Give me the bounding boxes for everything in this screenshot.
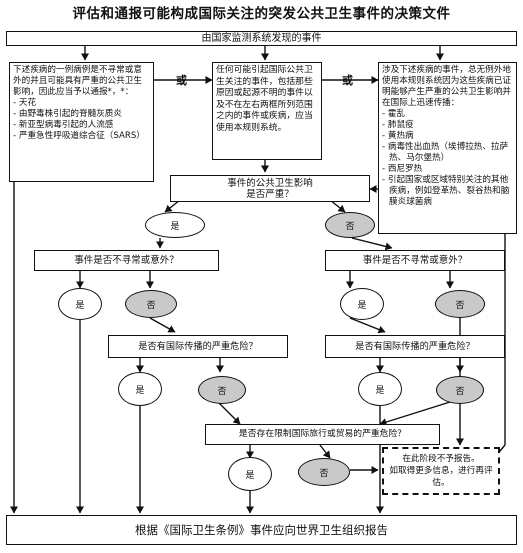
intl-question-box-right: 是否有国际传播的严重危险？ bbox=[325, 335, 505, 358]
unusual-right-yes-oval: 是 bbox=[340, 288, 384, 320]
intl-left-no-oval: 否 bbox=[198, 376, 246, 404]
middle-event-box: 任何可能引起国际公共卫生关注的事件，包括那些原因或起源不明的事件以及不在左右两框… bbox=[212, 62, 322, 160]
unusual-left-yes-oval: 是 bbox=[58, 288, 102, 320]
report-to-who-text: 根据《国际卫生条例》事件应向世界卫生组织报告 bbox=[135, 522, 388, 537]
severity-no-oval: 否 bbox=[325, 212, 375, 238]
travel-question-text: 是否存在限制国际旅行或贸易的严重危险？ bbox=[238, 429, 407, 439]
intl-question-box-left: 是否有国际传播的严重危险？ bbox=[108, 335, 288, 358]
severity-question-box: 事件的公共卫生影响 是否严重？ bbox=[170, 175, 370, 202]
travel-question-box: 是否存在限制国际旅行或贸易的严重危险？ bbox=[205, 424, 440, 445]
unusual-right-no-oval: 否 bbox=[435, 290, 485, 318]
travel-no-oval: 否 bbox=[298, 458, 350, 486]
middle-box-text: 任何可能引起国际公共卫生关注的事件，包括那些原因或起源不明的事件以及不在左右两框… bbox=[216, 65, 313, 133]
intl-question-text: 是否有国际传播的严重危险？ bbox=[355, 341, 475, 352]
severity-question-text: 事件的公共卫生影响 是否严重？ bbox=[227, 177, 313, 200]
unusual-question-box-left: 事件是否不寻常或意外？ bbox=[34, 250, 219, 271]
right-box-item: - 肺鼠疫 bbox=[382, 120, 414, 130]
or-label-right: 或 bbox=[342, 74, 353, 87]
unusual-question-text: 事件是否不寻常或意外？ bbox=[362, 255, 468, 266]
left-box-item: - 由野毒株引起的脊髓灰质炎 bbox=[13, 109, 122, 119]
no-report-text: 在此阶段不予报告。 如取得更多信息，进行再评估。 bbox=[389, 454, 493, 488]
unusual-left-no-oval: 否 bbox=[125, 290, 177, 318]
right-disease-box: 涉及下述疾病的事件，总无例外地使用本规则系统因为这些疾病已证明能够产生严重的公共… bbox=[378, 62, 517, 234]
right-box-item: - 引起国家或区域特别关注的其他疾病，例如登革热、裂谷热和脑膜炎球菌病 bbox=[382, 175, 510, 207]
top-bar-box: 由国家监测系统发现的事件 bbox=[6, 31, 517, 46]
top-bar-text: 由国家监测系统发现的事件 bbox=[201, 33, 322, 44]
left-box-item: - 新亚型病毒引起的人流感 bbox=[13, 120, 114, 130]
left-box-intro: 下述疾病的一例病例是不寻常或意外的并且可能具有严重的公共卫生影响，因此应当予以通… bbox=[13, 65, 142, 97]
intl-left-yes-oval: 是 bbox=[118, 372, 162, 406]
left-box-item: - 严重急性呼吸道综合征（SARS） bbox=[13, 131, 145, 141]
intl-right-no-oval: 否 bbox=[436, 376, 484, 404]
travel-yes-oval: 是 bbox=[228, 457, 272, 491]
right-box-intro: 涉及下述疾病的事件，总无例外地使用本规则系统因为这些疾病已证明能够产生严重的公共… bbox=[382, 65, 511, 108]
right-box-item: - 西尼罗热 bbox=[382, 164, 423, 174]
severity-yes-oval: 是 bbox=[145, 212, 205, 238]
report-to-who-box: 根据《国际卫生条例》事件应向世界卫生组织报告 bbox=[6, 515, 517, 545]
left-box-item: - 天花 bbox=[13, 98, 37, 108]
page-title: 评估和通报可能构成国际关注的突发公共卫生事件的决策文件 bbox=[72, 6, 451, 22]
intl-question-text: 是否有国际传播的严重危险？ bbox=[138, 341, 258, 352]
no-report-dashed-box: 在此阶段不予报告。 如取得更多信息，进行再评估。 bbox=[382, 447, 500, 495]
right-box-item: - 霍乱 bbox=[382, 109, 406, 119]
left-disease-box: 下述疾病的一例病例是不寻常或意外的并且可能具有严重的公共卫生影响，因此应当予以通… bbox=[9, 62, 154, 182]
intl-right-yes-oval: 是 bbox=[358, 372, 402, 406]
unusual-question-text: 事件是否不寻常或意外？ bbox=[74, 255, 179, 266]
right-box-item: - 黄热病 bbox=[382, 131, 414, 141]
unusual-question-box-right: 事件是否不寻常或意外？ bbox=[325, 250, 505, 271]
right-box-item: - 病毒性出血热（埃博拉热、拉萨热、马尔堡热） bbox=[382, 142, 509, 163]
or-label-left: 或 bbox=[176, 74, 187, 87]
